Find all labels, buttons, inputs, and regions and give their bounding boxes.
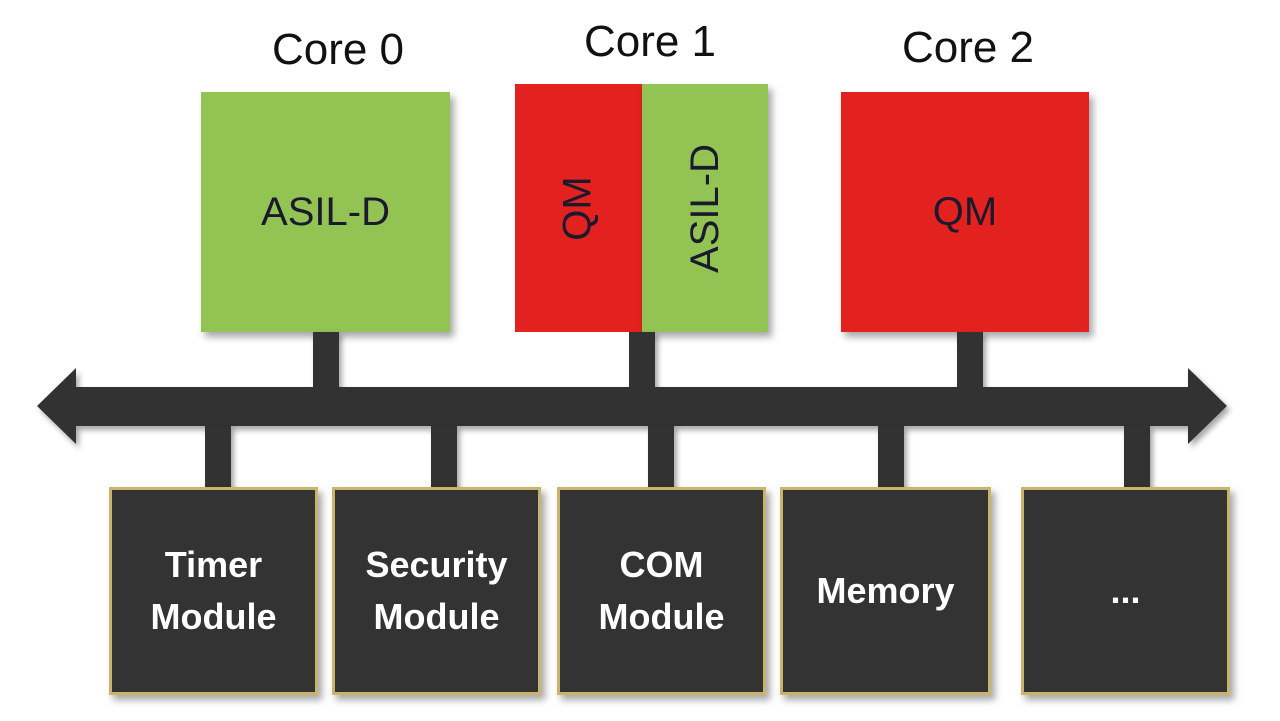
core-2-title: Core 2 [901,23,1035,72]
core-1-asil-d-partition: ASIL-D [642,84,768,332]
module-label: Timer Module [150,543,277,637]
core-0-asil-d-partition: ASIL-D [201,92,450,332]
timer-module: Timer Module [109,487,318,695]
core-1-qm-partition: QM [515,84,642,332]
partition-label: QM [932,189,998,234]
module-label: Memory [816,569,955,611]
core-0-title: Core 0 [271,25,405,74]
core-1-title: Core 1 [583,17,717,66]
module-label: ... [1110,569,1141,611]
com-module: COM Module [557,487,766,695]
module-label: Security Module [365,543,508,637]
module-label: COM Module [598,543,725,637]
security-module: Security Module [332,487,541,695]
more-modules-placeholder: ... [1021,487,1230,695]
core-2-qm-partition: QM [841,92,1089,332]
partition-label: ASIL-D [261,189,390,234]
memory-module: Memory [780,487,991,695]
